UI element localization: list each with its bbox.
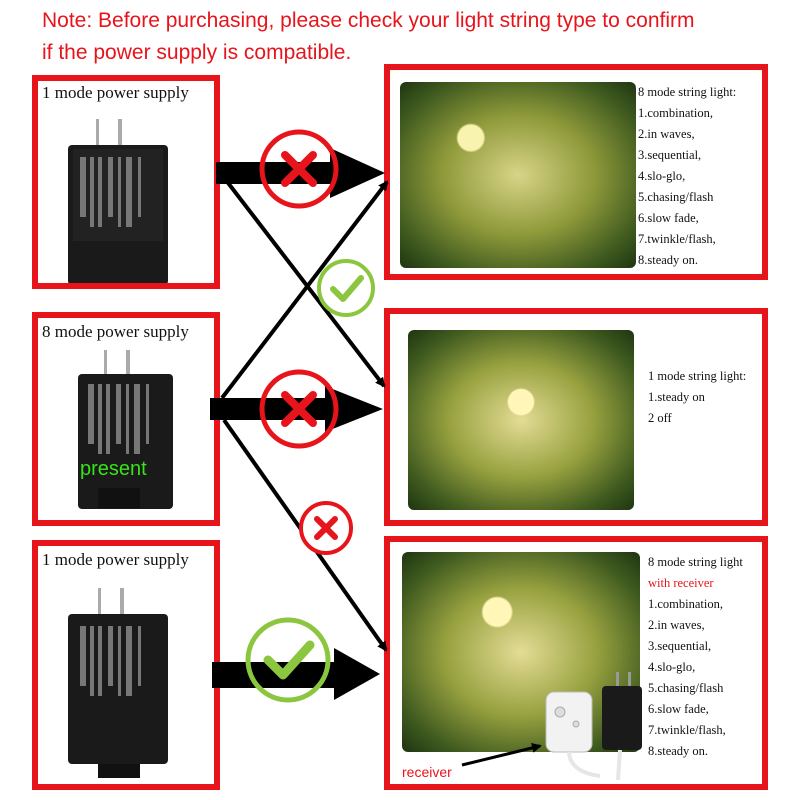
string-light-panel-3: 8 mode string light with receiver 1.comb… [384,536,768,790]
diagonal-arrow-2 [220,180,389,400]
string-light-image [402,552,640,752]
note-line-2: if the power supply is compatible. [42,41,352,64]
present-tag: present [80,458,147,480]
receiver-label: receiver [402,764,452,780]
string-light-image [408,330,634,510]
adapter-image [68,119,168,283]
incompatible-cross-icon [259,129,339,209]
compatible-check-icon [317,259,375,317]
power-supply-title: 8 mode power supply [42,322,189,341]
incompatible-cross-icon [299,501,353,555]
adapter-image [68,588,168,778]
adapter-image [78,350,173,509]
compatible-check-icon [245,617,331,703]
power-supply-panel-2: 8 mode power supply present [32,312,220,526]
power-supply-title: 1 mode power supply [42,83,189,102]
note-line-1: Note: Before purchasing, please check yo… [42,9,695,32]
power-supply-title: 1 mode power supply [42,550,189,569]
power-supply-panel-1: 1 mode power supply [32,75,220,289]
receiver-pointer-arrow [461,743,542,767]
receiver-controller-image [545,672,642,781]
string-light-image [400,82,636,268]
incompatible-cross-icon [259,369,339,449]
light-description: 8 mode string light with receiver 1.comb… [648,555,743,758]
power-supply-panel-3: 1 mode power supply [32,540,220,790]
diagonal-arrow-1 [220,173,386,388]
light-description: 8 mode string light:1.combination,2.in w… [638,85,737,267]
string-light-panel-1: 8 mode string light:1.combination,2.in w… [384,64,768,280]
